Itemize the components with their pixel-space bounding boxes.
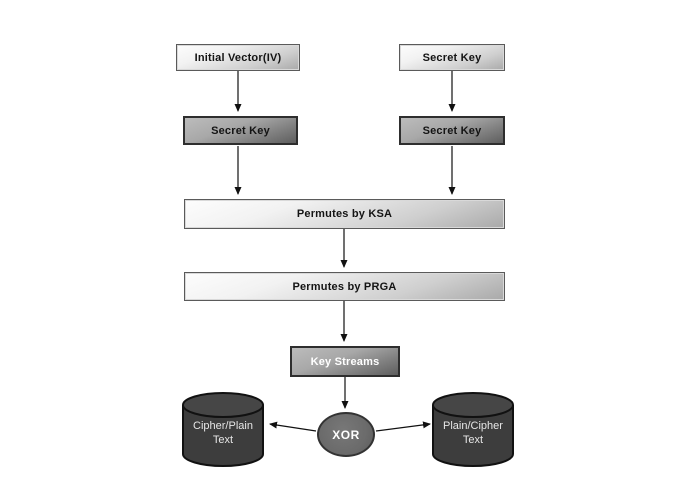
- arrow-xor-to-cipher-plain: [269, 421, 317, 432]
- node-secret-key-top-right: Secret Key: [399, 44, 505, 71]
- cylinder-plain-cipher-shape: [432, 392, 514, 467]
- cylinder-cipher-plain-shape: [182, 392, 264, 467]
- node-permutes-by-prga: Permutes by PRGA: [184, 272, 505, 301]
- node-initial-vector: Initial Vector(IV): [176, 44, 300, 71]
- node-secret-key-left: Secret Key: [183, 116, 298, 145]
- node-key-streams: Key Streams: [290, 346, 400, 377]
- node-xor: XOR: [317, 412, 375, 457]
- cylinder-cipher-plain-label: Cipher/Plain Text: [193, 420, 253, 446]
- node-secret-key-right: Secret Key: [399, 116, 505, 145]
- cylinder-plain-cipher-label: Plain/Cipher Text: [443, 420, 503, 446]
- arrow-xor-to-plain-cipher: [375, 421, 431, 432]
- node-permutes-by-ksa: Permutes by KSA: [184, 199, 505, 229]
